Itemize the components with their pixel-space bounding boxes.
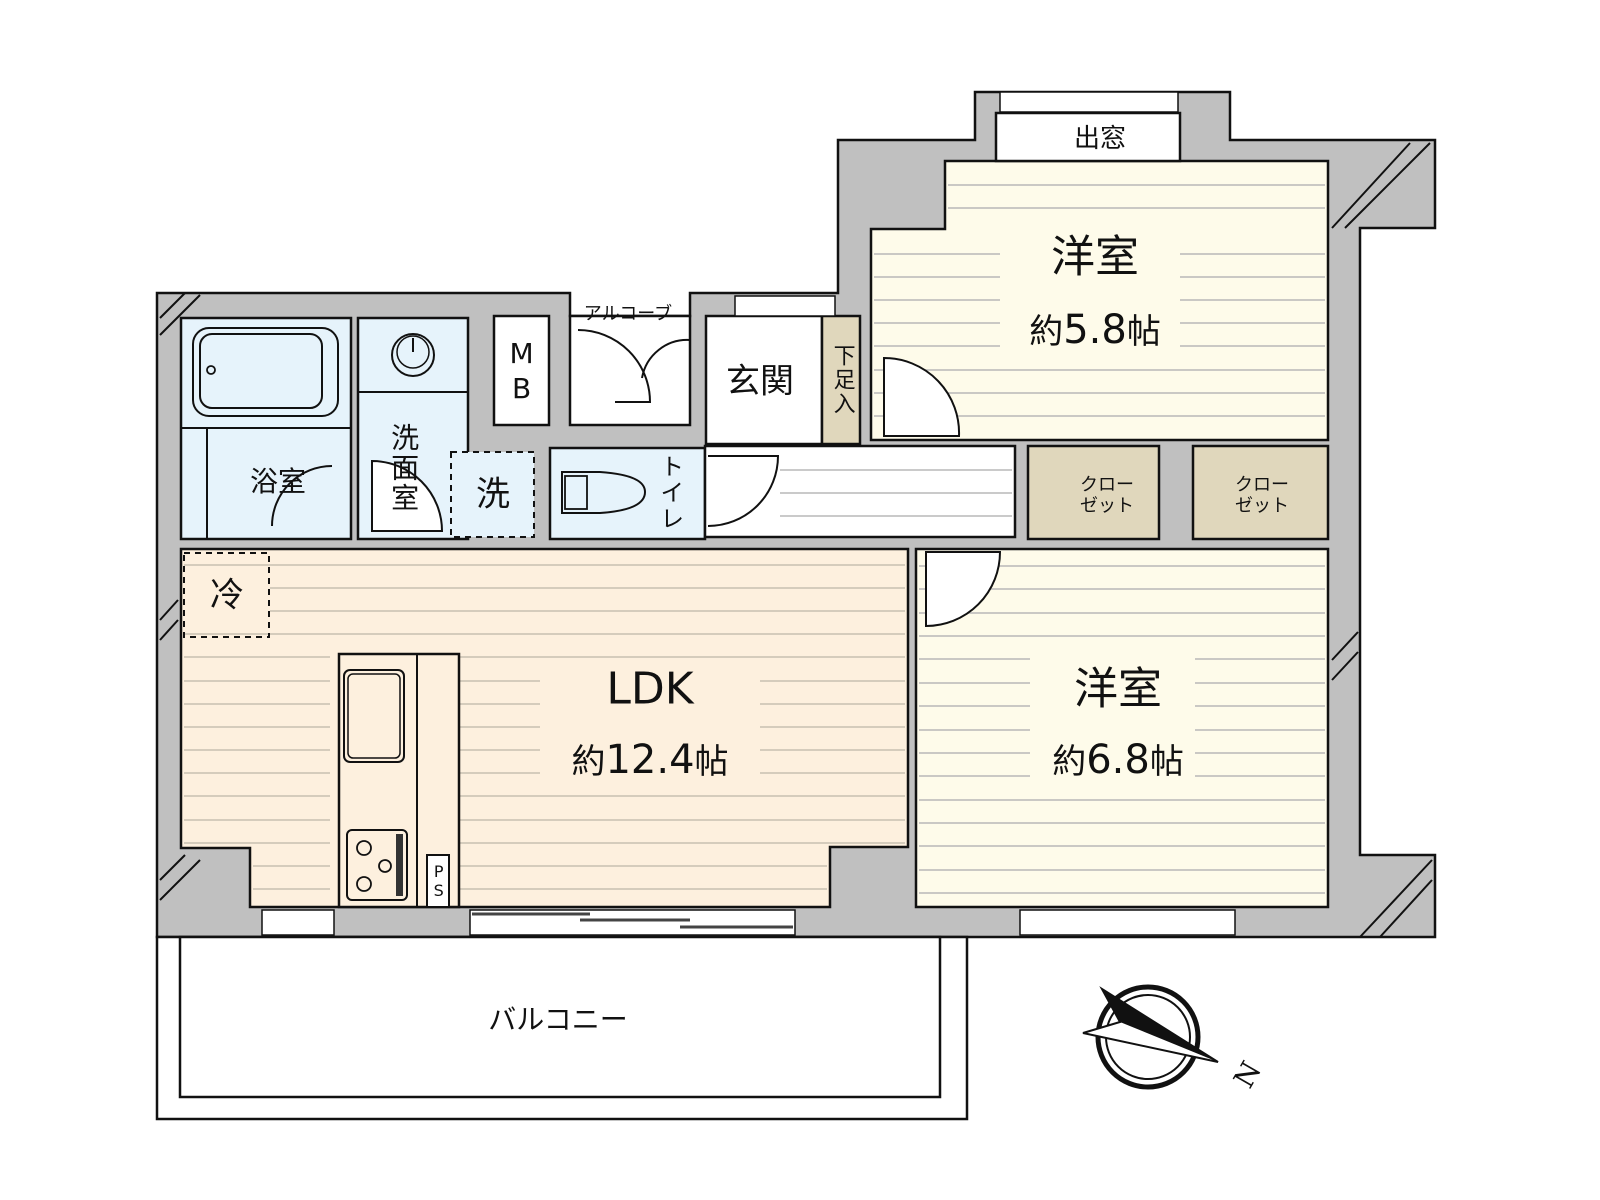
pipe-space-label: PS — [429, 862, 449, 900]
area-prefix: 約 — [571, 742, 606, 782]
western-room-2-floor — [914, 547, 1330, 909]
balcony-label: バルコニー — [488, 1002, 628, 1036]
closet-line-2: ゼット — [1235, 495, 1289, 516]
area-value: 6.8 — [1086, 737, 1150, 783]
fridge-space — [183, 552, 270, 638]
sink-icon — [391, 333, 435, 377]
area-value: 5.8 — [1063, 307, 1127, 353]
ldk-floor — [179, 547, 910, 909]
closet-1-label: クロー ゼット — [1080, 475, 1134, 516]
bay-window — [994, 111, 1182, 163]
ldk-area: 約12.4帖 — [571, 737, 728, 783]
toilet-icon — [561, 471, 647, 514]
ldk-label: LDK — [606, 663, 694, 715]
closet-2-label: クロー ゼット — [1235, 475, 1289, 516]
kitchen-sink-icon — [343, 669, 405, 763]
entrance-label: 玄関 — [726, 361, 794, 402]
washer-label: 洗 — [476, 474, 510, 515]
meter-box — [492, 314, 551, 427]
shoe-storage-label: 下足入 — [829, 344, 855, 416]
area-prefix: 約 — [1029, 312, 1064, 352]
fridge-label: 冷 — [210, 575, 244, 616]
western-room-1-label: 洋室 — [1051, 231, 1139, 283]
stove-icon — [346, 829, 408, 901]
closet-line-2: ゼット — [1080, 495, 1134, 516]
area-unit: 帖 — [1149, 742, 1184, 782]
pipe-space — [426, 854, 450, 908]
washroom-label: 洗面室 — [387, 423, 421, 513]
western-room-2-area: 約6.8帖 — [1052, 737, 1184, 783]
alcove-area — [568, 314, 692, 427]
bathroom-label: 浴室 — [249, 464, 307, 498]
washer-space — [450, 451, 535, 538]
area-unit: 帖 — [694, 742, 729, 782]
toilet-label: トイレ — [655, 454, 684, 532]
western-room-1-area: 約5.8帖 — [1029, 307, 1161, 353]
closet-line-1: クロー — [1080, 474, 1134, 496]
alcove-label: アルコーブ — [583, 303, 673, 325]
bay-window-label: 出窓 — [1073, 124, 1127, 155]
entrance-area — [704, 314, 824, 446]
western-room-2-label: 洋室 — [1074, 663, 1162, 715]
shoe-storage — [820, 314, 862, 446]
closet-2 — [1191, 444, 1330, 541]
area-prefix: 約 — [1052, 742, 1087, 782]
closet-line-1: クロー — [1235, 474, 1289, 496]
meter-box-label: MB — [505, 337, 539, 407]
closet-1 — [1026, 444, 1161, 541]
area-unit: 帖 — [1126, 312, 1161, 352]
area-value: 12.4 — [605, 737, 695, 783]
compass-icon — [1082, 984, 1219, 1090]
